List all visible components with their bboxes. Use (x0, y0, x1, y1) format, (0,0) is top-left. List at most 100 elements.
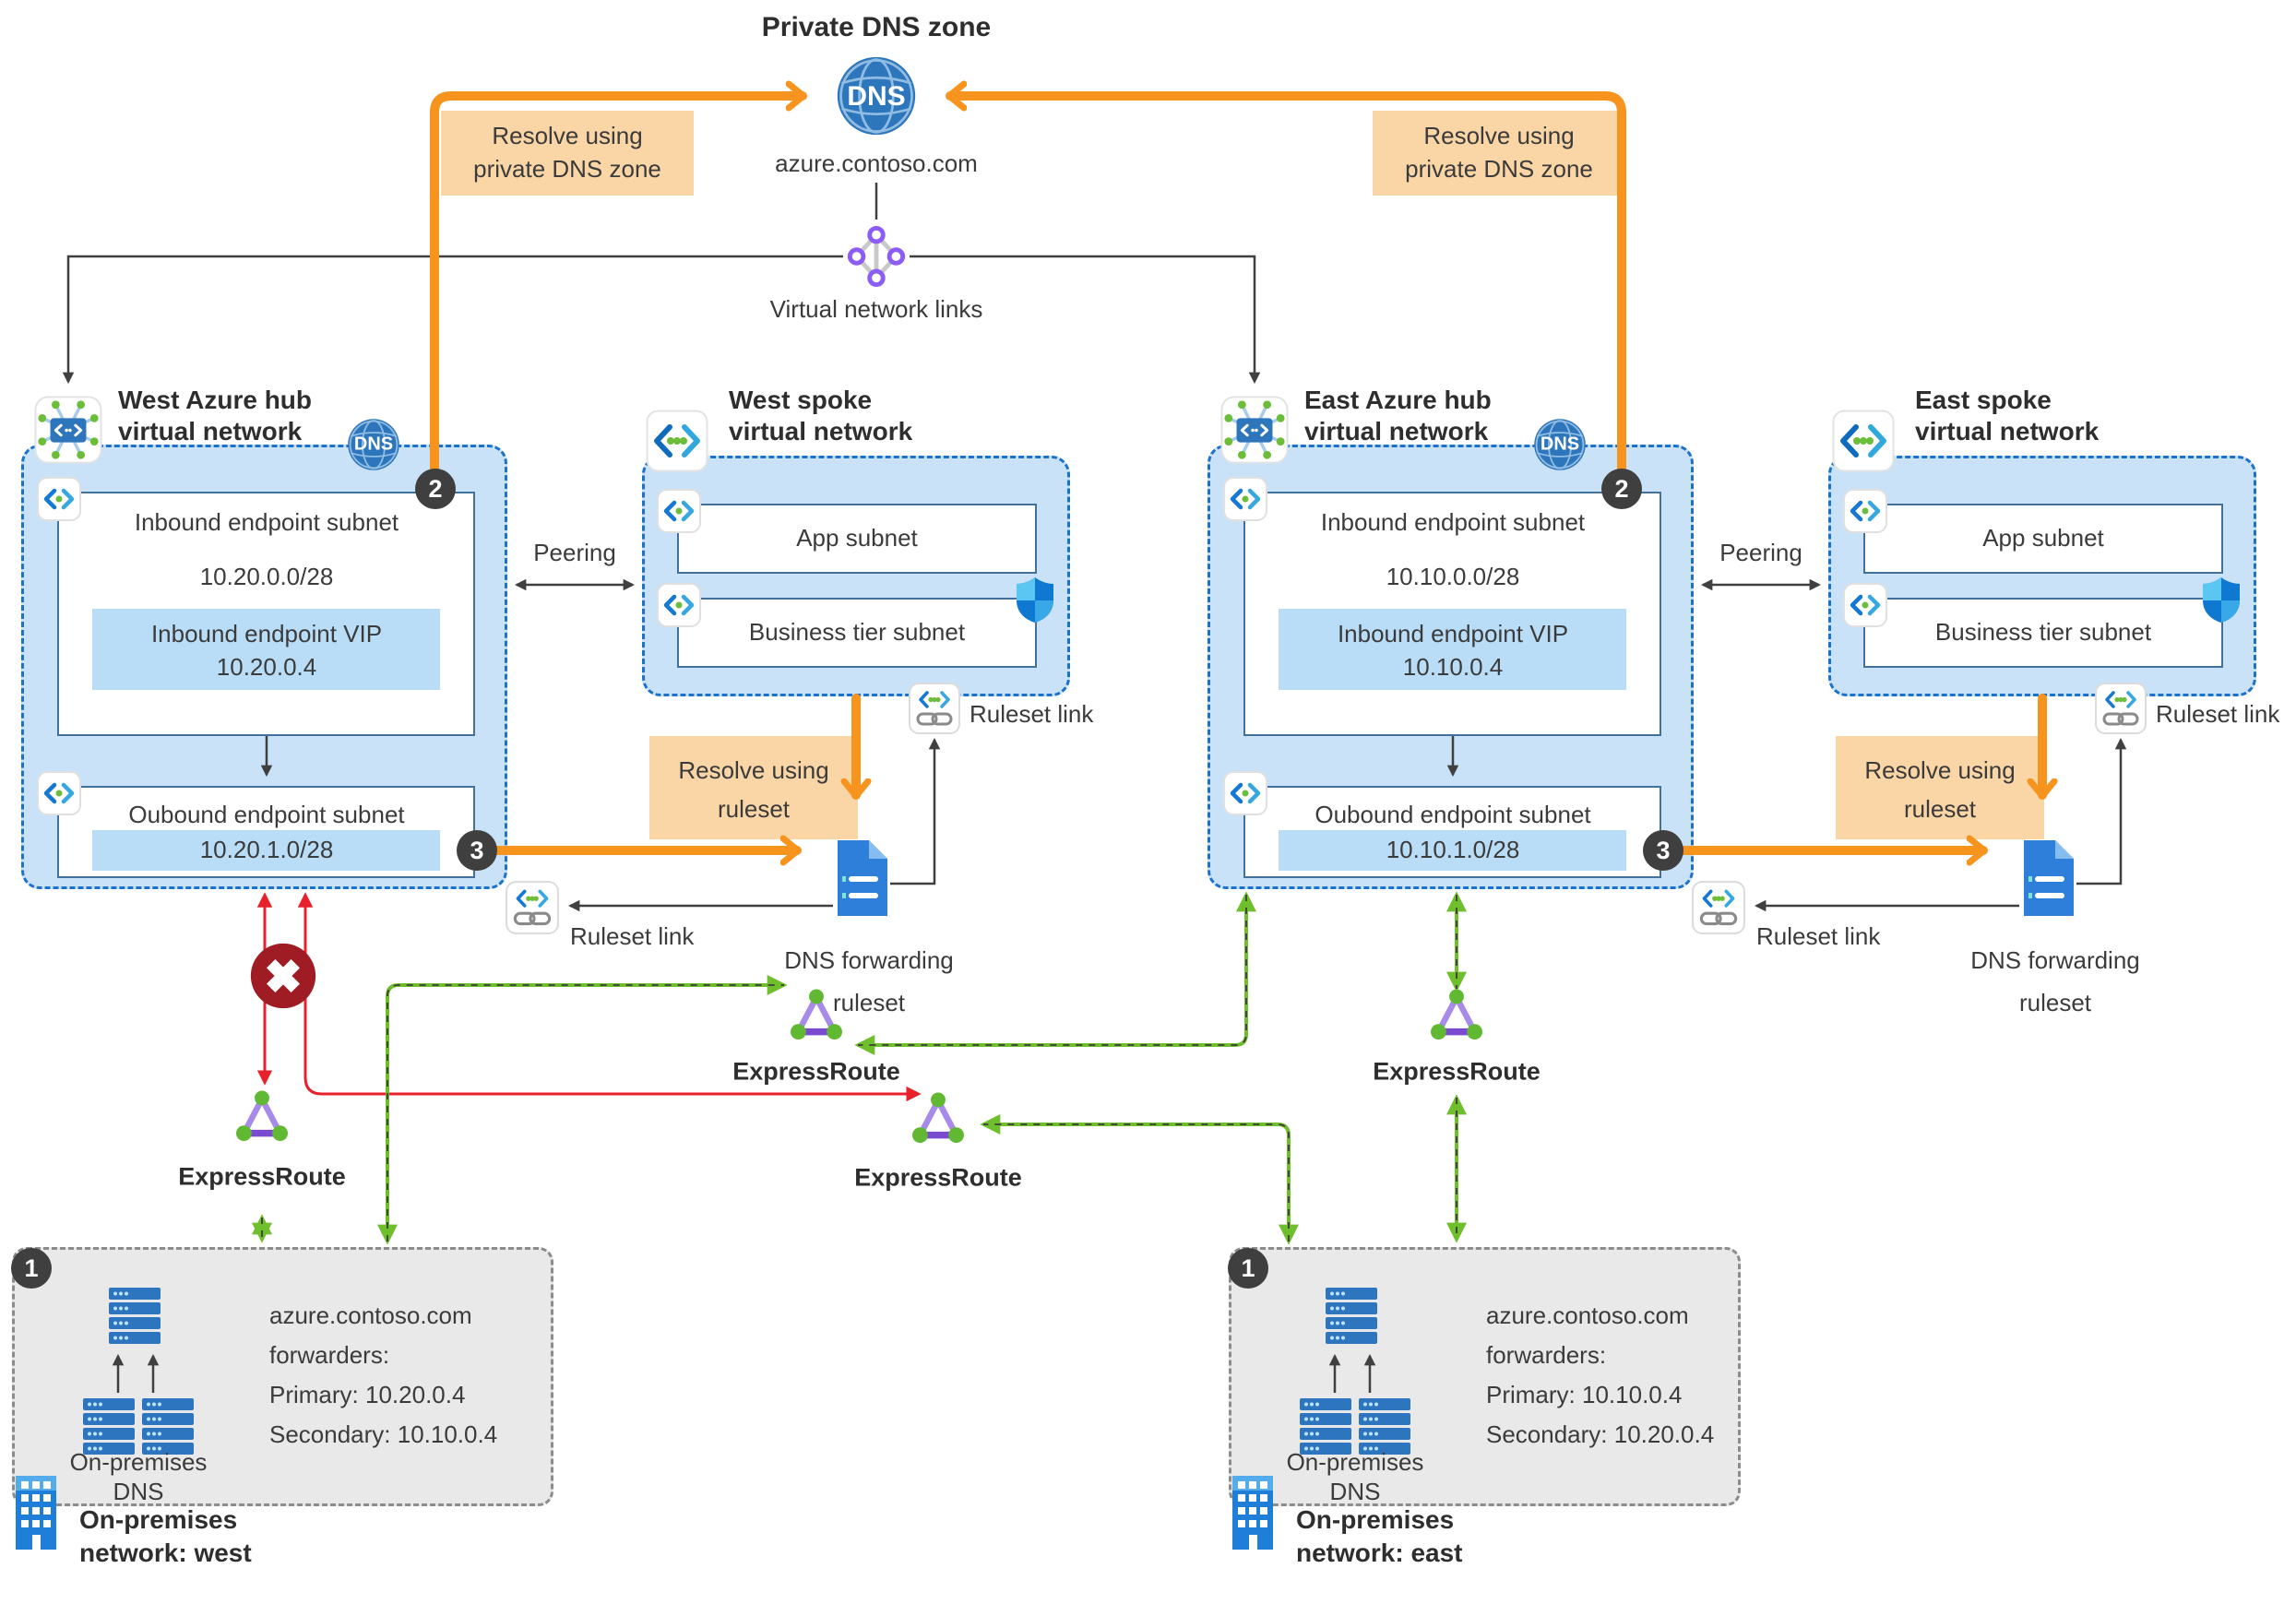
onprem-west-forwarders-line4: Secondary: 10.10.0.4 (269, 1420, 498, 1449)
onprem-east-dns-label-line1: On-premises (1286, 1448, 1424, 1477)
step-badge-3-east: 3 (1643, 830, 1683, 871)
onprem-east-forwarders-line1: azure.contoso.com (1486, 1301, 1689, 1330)
hub-west-outbound-cidr: 10.20.1.0/28 (199, 836, 334, 864)
peering-label-west: Peering (533, 539, 616, 567)
subnet-icon (657, 583, 701, 627)
hub-west-vip-ip: 10.20.0.4 (216, 653, 317, 682)
hub-west-vip-bar (92, 609, 440, 690)
green-dash-overlay (387, 984, 784, 1242)
blocked-x-icon (248, 941, 318, 1011)
nsg-shield-icon (1015, 576, 1055, 624)
callout-resolve-private-east (1373, 111, 1625, 196)
flow-east-hub-to-private-dns (946, 96, 1626, 473)
line-vnl-to-hub-west (62, 255, 843, 385)
expressroute-label-4: ExpressRoute (1373, 1057, 1541, 1086)
dns-forwarding-east-line1: DNS forwarding (1970, 946, 2140, 975)
resolve-private-east-line1: Resolve using (1423, 122, 1575, 150)
onprem-west-network-label-line1: On-premises (79, 1504, 238, 1534)
step-badge-2-west: 2 (415, 469, 456, 509)
hub-east-vip-label: Inbound endpoint VIP (1337, 620, 1569, 648)
spoke-west-app-subnet-label: App subnet (796, 524, 918, 552)
hub-east-outbound-cidr-bar (1279, 830, 1626, 871)
green-dash-overlay (983, 1123, 1290, 1242)
spoke-west-biz-subnet-label: Business tier subnet (748, 618, 966, 647)
onprem-west-forwarders-line3: Primary: 10.20.0.4 (269, 1381, 466, 1409)
subnet-icon (1843, 583, 1887, 627)
green-dash-overlay (858, 895, 1247, 1046)
expressroute-icon-3 (910, 1092, 967, 1144)
step-badge-1-west: 1 (11, 1248, 52, 1289)
ruleset-link-label-hub-east: Ruleset link (1756, 922, 1881, 951)
dns-forwarding-west-line1: DNS forwarding (784, 946, 954, 975)
hub-east-inbound-label: Inbound endpoint subnet (1320, 508, 1586, 537)
ruleset-link-icon-spoke-west (909, 683, 960, 734)
dns-server-stack-icon (109, 1288, 161, 1345)
ruleset-link-icon-hub-east (1692, 881, 1745, 934)
subnet-icon (1223, 477, 1267, 521)
resolve-private-east-line2: private DNS zone (1405, 155, 1593, 184)
onprem-east-network-label-line1: On-premises (1296, 1504, 1455, 1534)
peering-label-east: Peering (1719, 539, 1802, 567)
spoke-east-title-line2: virtual network (1915, 416, 2100, 446)
hub-west-inbound-label: Inbound endpoint subnet (134, 508, 399, 537)
resolve-private-west-line2: private DNS zone (473, 155, 661, 184)
virtual-network-links-icon (844, 224, 909, 289)
callout-resolve-private-west (441, 111, 694, 196)
building-icon-west (14, 1474, 58, 1551)
hub-west-dns-badge-label: DNS (353, 434, 394, 455)
expressroute-icon-1 (233, 1090, 291, 1142)
hub-east-vip-ip: 10.10.0.4 (1402, 653, 1504, 682)
dns-server-stack-icon (1326, 1288, 1377, 1345)
hub-east-vnet-icon (1220, 396, 1289, 464)
dns-forwarding-east-line2: ruleset (2018, 989, 2092, 1017)
page-title: Private DNS zone (761, 11, 992, 42)
spoke-east-title-line1: East spoke (1915, 385, 2052, 414)
onprem-west-network-label-line2: network: west (79, 1538, 252, 1567)
resolve-ruleset-west-line1: Resolve using (678, 756, 829, 785)
ruleset-link-icon-spoke-east (2095, 683, 2147, 734)
step-badge-1-east: 1 (1228, 1248, 1268, 1289)
onprem-east-forwarders-line3: Primary: 10.10.0.4 (1486, 1381, 1683, 1409)
onprem-east-dns-label-line2: DNS (1329, 1478, 1381, 1506)
onprem-east-forwarders-line2: forwarders: (1486, 1341, 1607, 1370)
expressroute-label-2: ExpressRoute (732, 1057, 900, 1086)
nsg-shield-icon (2201, 576, 2242, 624)
hub-west-title-line1: West Azure hub (118, 385, 313, 414)
callout-resolve-ruleset-east (1836, 736, 2044, 839)
red-link-west-hub-to-er3 (297, 892, 922, 1102)
expressroute-icon-4 (1428, 989, 1485, 1040)
spoke-east-vnet-icon (1832, 410, 1895, 472)
dns-server-stack-icon (1300, 1398, 1351, 1455)
onprem-east-forwarders-line4: Secondary: 10.20.0.4 (1486, 1420, 1715, 1449)
dns-forwarding-ruleset-icon-east (2021, 838, 2076, 919)
private-zone-name: azure.contoso.com (775, 149, 978, 178)
step-badge-3-west: 3 (457, 830, 497, 871)
dns-server-stack-icon (1359, 1398, 1410, 1455)
hub-west-vip-label: Inbound endpoint VIP (150, 620, 383, 648)
line-vnl-to-hub-east (910, 255, 1261, 385)
spoke-west-vnet-icon (646, 410, 708, 472)
dns-server-stack-icon (142, 1398, 194, 1455)
subnet-icon (1843, 489, 1887, 533)
arrow-doc-to-rulesetlink-spoke-west (890, 737, 941, 885)
hub-east-vip-bar (1279, 609, 1626, 690)
hub-east-inbound-cidr: 10.10.0.0/28 (1386, 563, 1520, 591)
spoke-east-app-subnet-box (1863, 504, 2223, 574)
hub-east-outbound-cidr: 10.10.1.0/28 (1386, 836, 1520, 864)
spoke-east-biz-subnet-box (1863, 598, 2223, 668)
dns-globe-label: DNS (847, 80, 906, 112)
step-badge-2-east: 2 (1601, 469, 1642, 509)
hub-west-outbound-cidr-bar (92, 830, 440, 871)
expressroute-label-3: ExpressRoute (854, 1163, 1022, 1192)
subnet-icon (1223, 771, 1267, 815)
spoke-west-biz-subnet-box (677, 598, 1037, 668)
hub-east-title-line2: virtual network (1304, 416, 1489, 446)
ruleset-link-label-spoke-west: Ruleset link (970, 700, 1094, 729)
virtual-network-links-label: Virtual network links (769, 295, 983, 324)
spoke-west-title-line1: West spoke (729, 385, 873, 414)
dns-server-stack-icon (83, 1398, 135, 1455)
hub-west-outbound-label: Oubound endpoint subnet (128, 801, 405, 829)
resolve-ruleset-east-line1: Resolve using (1864, 756, 2016, 785)
callout-resolve-ruleset-west (649, 736, 858, 839)
